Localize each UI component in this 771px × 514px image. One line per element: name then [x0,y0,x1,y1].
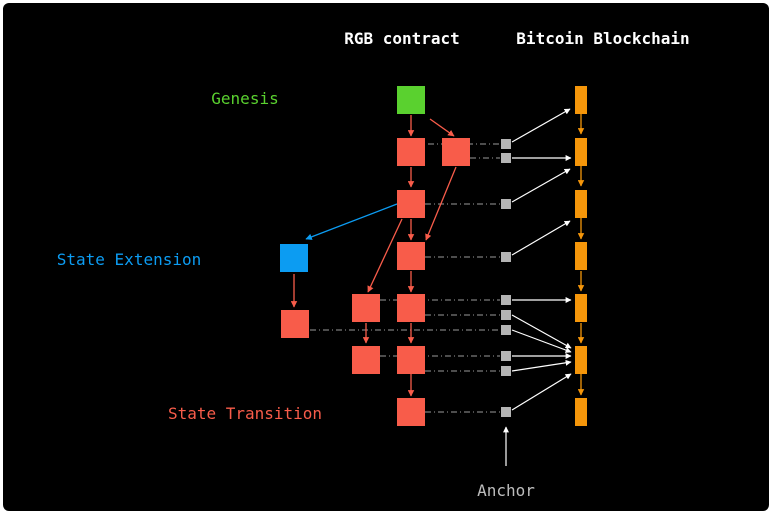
transition-arrows [290,115,457,397]
transition-node [352,346,380,374]
anchor-node [501,407,511,417]
transition-node [397,190,425,218]
transition-node [352,294,380,322]
extension-arrow [305,203,398,240]
anchor-node [501,366,511,376]
state-transition-nodes [281,138,470,426]
bitcoin-block [575,138,587,166]
transition-node [397,346,425,374]
bitcoin-block [575,398,587,426]
anchor-node [501,139,511,149]
bitcoin-block [575,346,587,374]
anchor-node [501,325,511,335]
bitcoin-blockchain-header: Bitcoin Blockchain [516,29,689,48]
state-extension-node [280,244,308,272]
transition-node [397,294,425,322]
anchor-nodes [501,139,511,417]
bitcoin-block [575,294,587,322]
transition-node [397,138,425,166]
genesis-node [397,86,425,114]
transition-node [397,398,425,426]
anchor-arrows [503,108,572,466]
rgb-contract-header: RGB contract [344,29,460,48]
anchor-node [501,199,511,209]
transition-node [442,138,470,166]
anchor-label: Anchor [477,481,535,500]
anchor-node [501,310,511,320]
anchor-node [501,252,511,262]
state-transition-label: State Transition [168,404,322,423]
state-extension-label: State Extension [57,250,202,269]
anchor-node [501,295,511,305]
bitcoin-block [575,242,587,270]
anchor-node [501,351,511,361]
bitcoin-block [575,86,587,114]
genesis-label: Genesis [211,89,278,108]
anchor-node [501,153,511,163]
transition-node [397,242,425,270]
transition-node [281,310,309,338]
bitcoin-block [575,190,587,218]
diagram-panel [3,3,769,511]
bitcoin-blocks [575,86,587,426]
